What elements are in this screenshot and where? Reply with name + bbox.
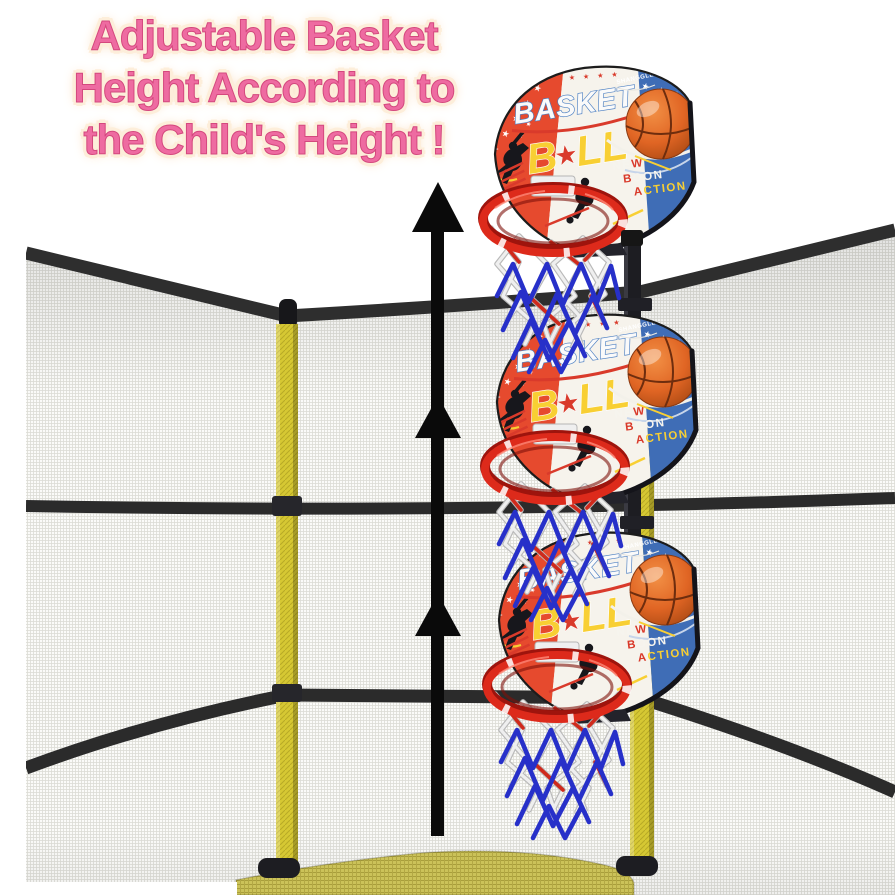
- net-band-bottom: [23, 688, 895, 798]
- mount-bracket: [620, 516, 654, 529]
- band-clamp: [272, 496, 302, 516]
- net-band-middle: [25, 492, 895, 515]
- band-clamp: [272, 684, 302, 702]
- pole-base: [258, 858, 300, 878]
- headline: Adjustable Basket Height According to th…: [28, 10, 500, 166]
- pole-base: [616, 856, 658, 876]
- pole-clamp: [621, 230, 643, 246]
- net-shading: [26, 230, 895, 895]
- headline-line-2: Height According to: [73, 64, 456, 112]
- left-margin: [0, 0, 26, 895]
- headline-line-3: the Child's Height !: [83, 116, 446, 164]
- bottom-margin: [0, 882, 237, 895]
- pole-cap: [279, 299, 297, 329]
- mount-bracket: [618, 298, 652, 311]
- up-arrow-icon: [412, 182, 464, 836]
- enclosure-pole-left: [258, 299, 302, 878]
- headline-line-1: Adjustable Basket: [90, 12, 439, 60]
